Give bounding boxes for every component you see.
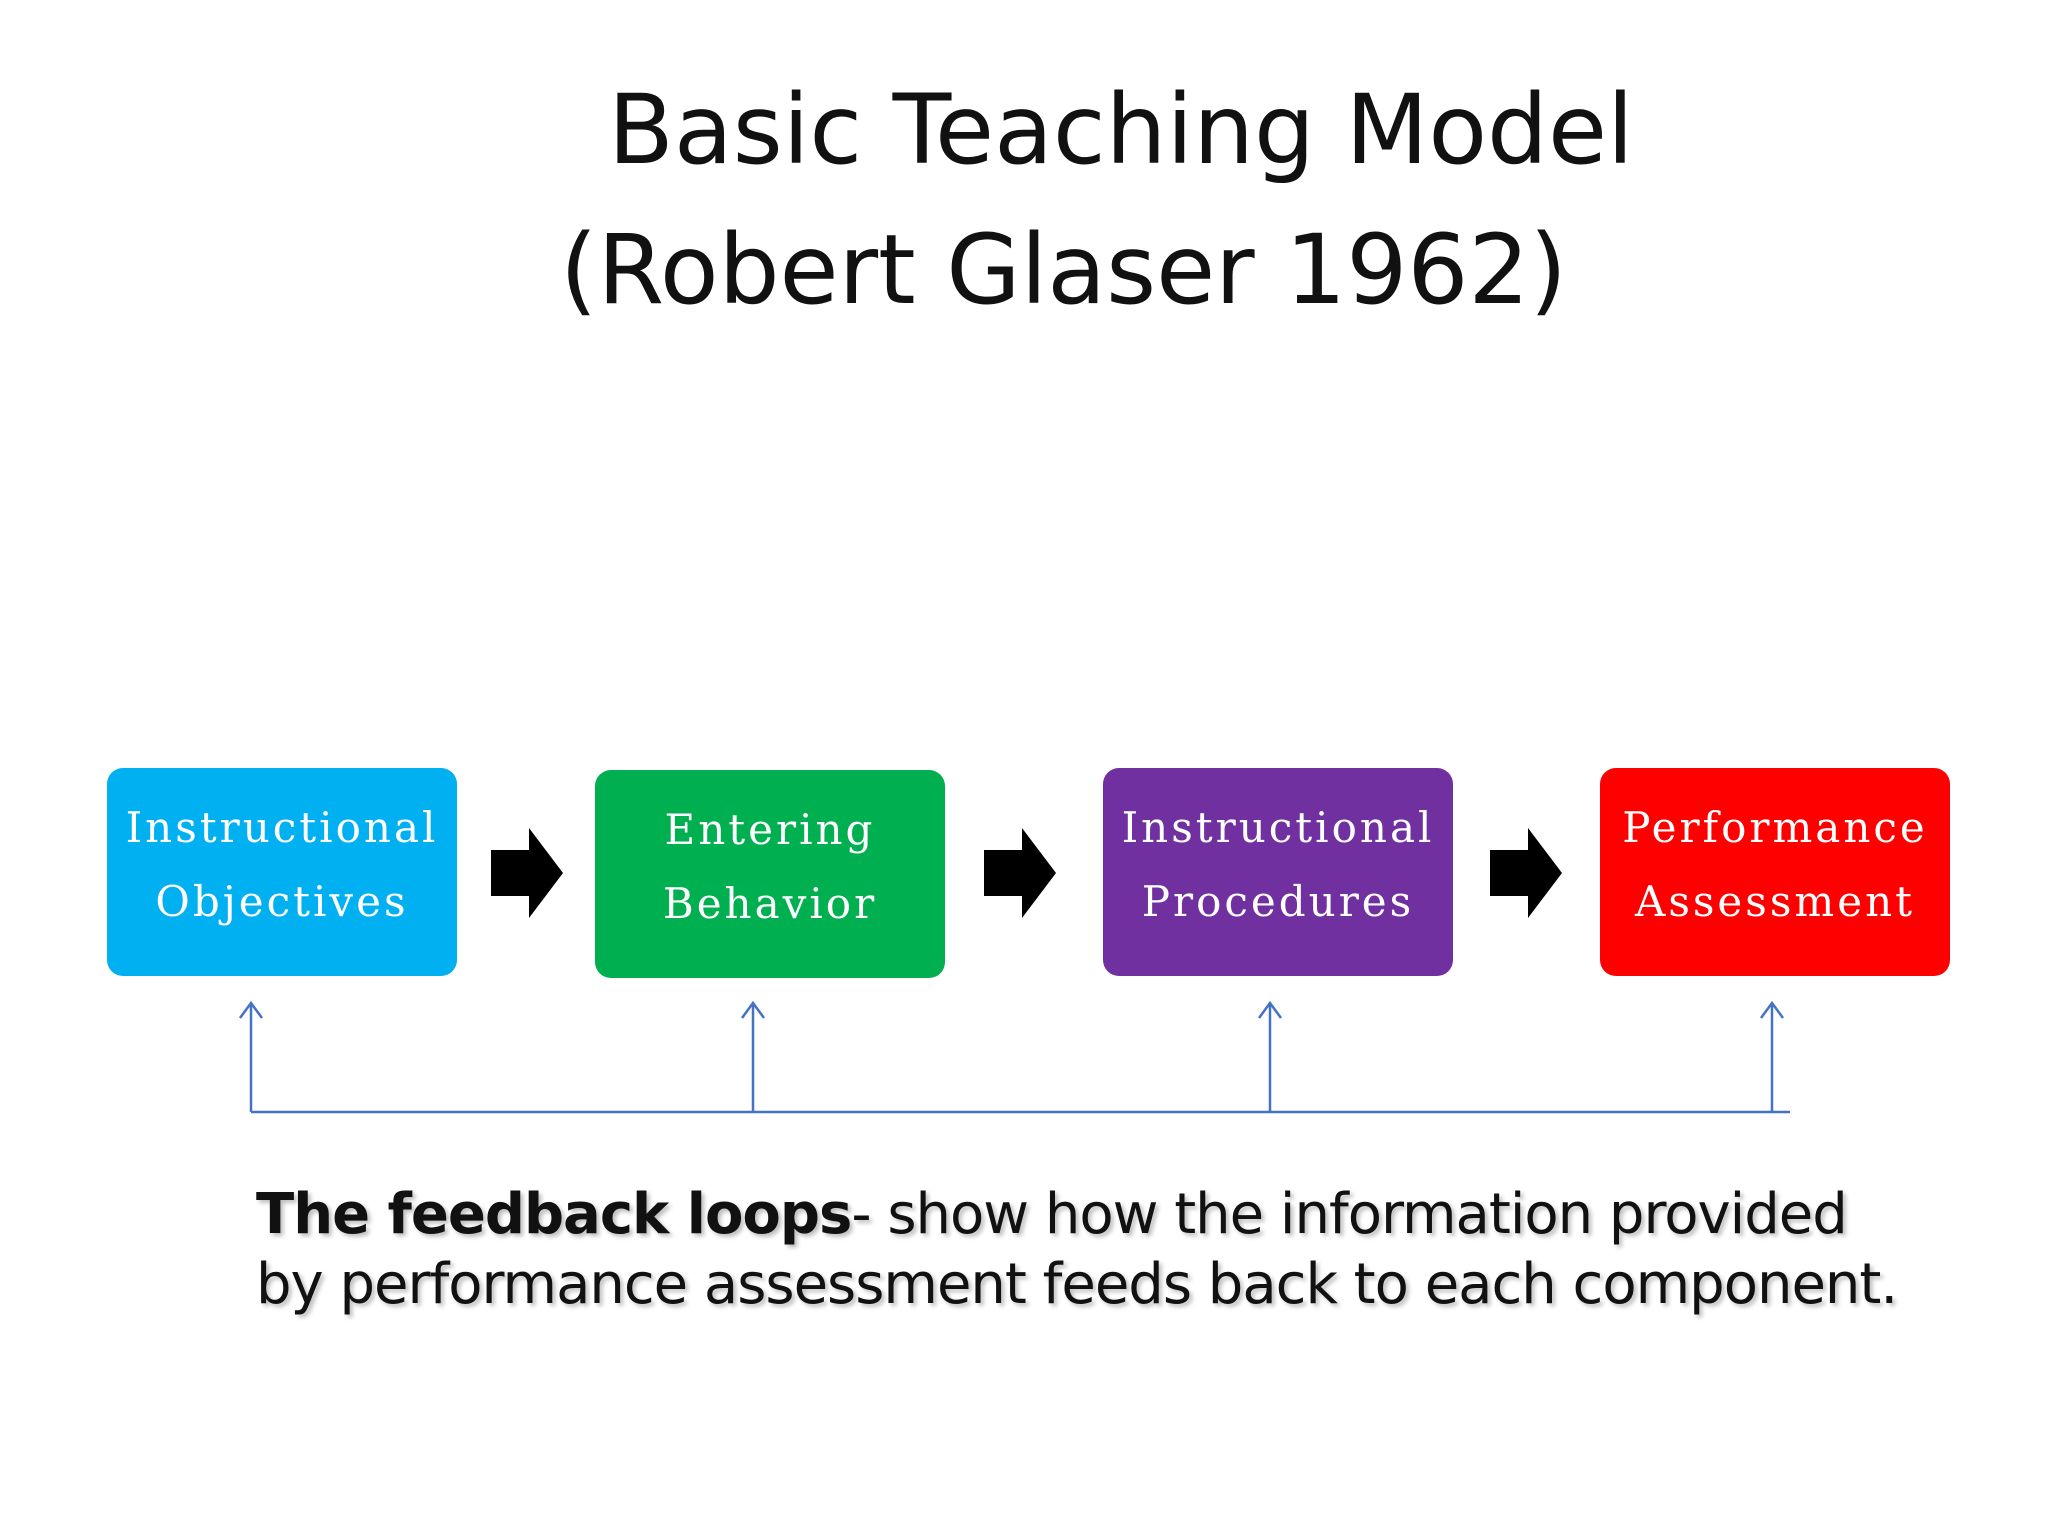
component-label-line-1: Performance [1622, 803, 1928, 852]
component-label-line-1: Entering [664, 805, 876, 854]
feedback-caption: The feedback loops- show how the informa… [256, 1180, 1916, 1320]
component-label-line-2: Behavior [662, 879, 878, 928]
component-label-line-2: Objectives [155, 877, 409, 926]
flow-arrow-icon [984, 828, 1056, 918]
flow-arrow-icon [1490, 828, 1562, 918]
slide-title-line-1: Basic Teaching Model [608, 74, 1634, 186]
flow-arrow-icon [491, 828, 563, 918]
component-instructional-objectives: Instructional Objectives [107, 768, 457, 976]
feedback-arrowhead-icon [740, 1000, 766, 1019]
feedback-arrowhead-icon [238, 1000, 264, 1019]
component-entering-behavior: Entering Behavior [595, 770, 945, 978]
caption-text: - show how the information provided by p… [256, 1182, 1898, 1317]
component-label-line-1: Instructional [125, 803, 439, 852]
component-label-line-2: Assessment [1634, 877, 1915, 926]
slide-title: Basic Teaching Model (Robert Glaser 1962… [560, 60, 1660, 340]
component-performance-assessment: Performance Assessment [1600, 768, 1950, 976]
component-instructional-procedures: Instructional Procedures [1103, 768, 1453, 976]
component-label-line-2: Procedures [1141, 877, 1415, 926]
component-label-line-1: Instructional [1121, 803, 1435, 852]
slide-title-line-2: (Robert Glaser 1962) [560, 214, 1567, 326]
feedback-arrowhead-icon [1257, 1000, 1283, 1019]
feedback-arrowhead-icon [1759, 1000, 1785, 1019]
caption-bold: The feedback loops [256, 1182, 852, 1247]
